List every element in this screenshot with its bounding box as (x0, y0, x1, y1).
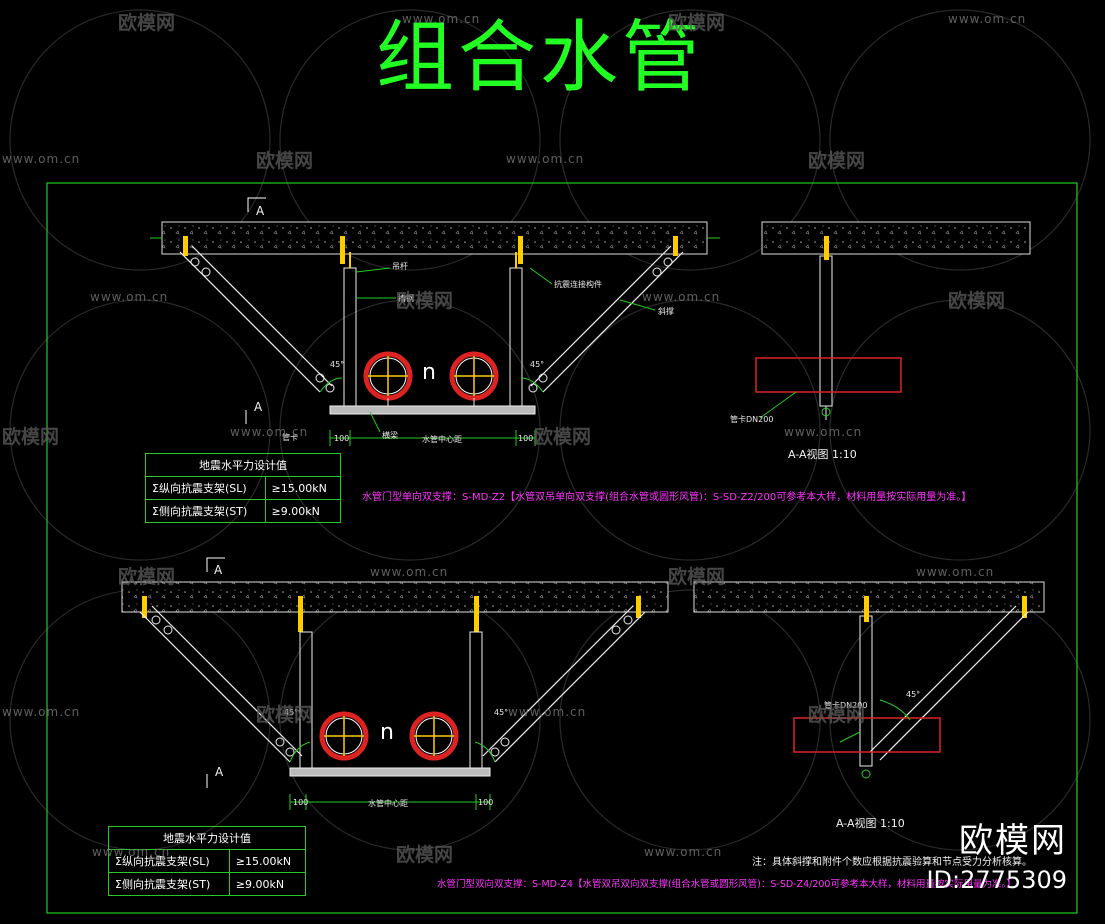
bottom-force-table: 地震水平力设计值 Σ纵向抗震支架(SL)≥15.00kN Σ侧向抗震支架(ST)… (108, 826, 307, 896)
watermark-cn: 欧模网 (948, 290, 1006, 312)
brand-id: ID:2775309 (926, 866, 1067, 894)
section-mark-a-bottom-2: A (215, 765, 224, 779)
label-angle-right-bottom: 45° (494, 708, 509, 717)
bottom-elevation (121, 557, 669, 810)
watermark-site: www.om.cn (230, 425, 309, 439)
bottom-table-row-name: Σ纵向抗震支架(SL) (108, 849, 230, 873)
section-mark-a-top-2: A (254, 400, 263, 414)
top-force-table: 地震水平力设计值 Σ纵向抗震支架(SL)≥15.00kN Σ侧向抗震支架(ST)… (145, 453, 342, 523)
watermark-cn: 欧模网 (668, 566, 726, 588)
label-beam: 横梁 (382, 431, 398, 440)
top-elevation (150, 197, 720, 446)
bottom-aa-view (693, 581, 1045, 779)
label-spacing-top: 水管中心距 (422, 435, 462, 444)
label-angle-right-top: 45° (530, 360, 545, 369)
label-angle-left-bottom: 45° (284, 708, 299, 717)
bottom-pipe-symbol: n (380, 720, 394, 745)
watermark-cn: 欧模网 (808, 704, 866, 726)
watermark-cn: 欧模网 (808, 150, 866, 172)
watermark-site: www.om.cn (92, 845, 171, 859)
top-aa-title: A-A视图 1:10 (788, 448, 857, 461)
label-hanger-rod: 吊杆 (392, 262, 408, 271)
top-aa-view (755, 221, 1031, 420)
top-beam (329, 405, 536, 415)
watermark-site: www.om.cn (784, 425, 863, 439)
watermark-site: www.om.cn (948, 12, 1027, 26)
watermark-cn: 欧模网 (668, 12, 726, 34)
label-channel: 槽钢 (398, 294, 414, 303)
watermark-site: www.om.cn (370, 565, 449, 579)
watermark-cn: 欧模网 (534, 426, 592, 448)
label-brace: 斜撑 (658, 307, 674, 316)
section-mark-a-bottom-1: A (214, 563, 223, 577)
watermark-cn: 欧模网 (2, 426, 60, 448)
label-angle-left-top: 45° (330, 360, 345, 369)
watermark-site: www.om.cn (916, 565, 995, 579)
watermark-cn: 欧模网 (256, 704, 314, 726)
watermark-cn: 欧模网 (118, 566, 176, 588)
watermark-site: www.om.cn (2, 705, 81, 719)
watermark-site: www.om.cn (90, 290, 169, 304)
label-aa-clamp-bottom: 管卡DN200 (824, 701, 868, 710)
bottom-table-row-value: ≥15.00kN (228, 849, 307, 873)
bottom-note: 水管门型双向双支撑：S-MD-Z4【水管双吊双向双支撑(组合水管或圆形风管)：S… (437, 879, 1016, 890)
top-note: 水管门型单向双支撑：S-MD-Z2【水管双吊单向双支撑(组合水管或圆形风管)：S… (362, 492, 972, 503)
label-aa-angle-bottom: 45° (906, 690, 921, 699)
top-pipe-symbol: n (422, 360, 436, 385)
bottom-table-row-value: ≥9.00kN (228, 872, 307, 896)
label-spacing-bottom: 水管中心距 (368, 799, 408, 808)
watermark-site: www.om.cn (644, 845, 723, 859)
bottom-general-note: 注：具体斜撑和附件个数应根据抗震验算和节点受力分析核算。 (752, 857, 1032, 868)
watermark-cn: 欧模网 (396, 844, 454, 866)
top-table-row-value: ≥9.00kN (264, 499, 342, 523)
top-slab (161, 221, 708, 255)
watermark-cn: 欧模网 (118, 12, 176, 34)
top-table-row-name: Σ侧向抗震支架(ST) (145, 499, 266, 523)
bottom-aa-title: A-A视图 1:10 (836, 817, 905, 830)
bottom-table-row-name: Σ侧向抗震支架(ST) (108, 872, 230, 896)
label-dim-left-top: 100 (334, 434, 350, 443)
section-mark-a-top-1: A (256, 204, 265, 218)
brand-logo-text: 欧模网 (959, 821, 1067, 861)
top-table-header: 地震水平力设计值 (145, 453, 341, 477)
drawing-frame (46, 182, 1078, 914)
watermark-cn: 欧模网 (256, 150, 314, 172)
watermark-site: www.om.cn (642, 290, 721, 304)
watermark-site: www.om.cn (508, 705, 587, 719)
label-dim-right-top: 100 (518, 434, 534, 443)
label-dim-left-bottom: 100 (293, 798, 309, 807)
watermark-site: www.om.cn (506, 152, 585, 166)
label-dim-right-bottom: 100 (478, 798, 494, 807)
label-connector: 抗震连接构件 (554, 280, 602, 289)
top-table-row-value: ≥15.00kN (264, 476, 342, 500)
watermark-site: www.om.cn (402, 12, 481, 26)
label-clamp: 管卡 (282, 433, 298, 442)
top-aa-label: 管卡DN200 (730, 415, 774, 424)
watermark-site: www.om.cn (2, 152, 81, 166)
drawing-title: 组合水管 (375, 13, 704, 103)
watermark-cn: 欧模网 (396, 290, 454, 312)
top-table-row-name: Σ纵向抗震支架(SL) (145, 476, 266, 500)
